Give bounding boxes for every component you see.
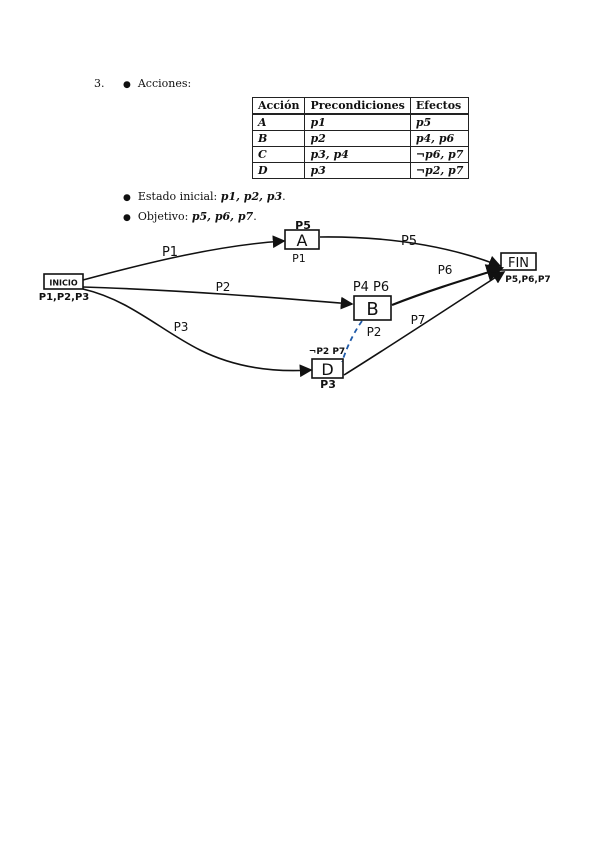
edge-label-p1: P1: [162, 245, 178, 260]
node-b-box: [353, 295, 392, 321]
cell-accion: A: [251, 113, 306, 131]
bullet-dot: ●: [123, 80, 131, 90]
node-b-top: P4 P6: [353, 280, 389, 295]
item-number: 3.: [94, 77, 105, 90]
bullet-estado-inicial: ● Estado inicial: p1, p2, p3.: [123, 190, 286, 203]
node-inicio-sub: P1,P2,P3: [39, 292, 90, 303]
estado-values: p1, p2, p3: [220, 190, 283, 203]
node-d-bottom: P3: [320, 378, 336, 391]
node-fin-box: [500, 252, 537, 271]
node-d-box: [311, 358, 344, 379]
cell-accion: B: [251, 130, 306, 147]
actions-table: Acción Precondiciones Efectos A p1 p5 B …: [251, 97, 470, 179]
edge-a-fin: [319, 236, 502, 268]
edge-label-p3: P3: [174, 320, 189, 334]
objetivo-values: p5, p6, p7: [191, 210, 254, 223]
edge-label-p5: P5: [401, 234, 417, 249]
node-inicio-label: INICIO: [49, 279, 77, 288]
threat-link-b-d: [341, 320, 363, 363]
cell-accion: C: [251, 146, 306, 163]
edge-inicio-d: [82, 288, 313, 378]
estado-label: Estado inicial:: [137, 190, 218, 203]
node-b-label: B: [366, 299, 378, 320]
threat-label-p2: P2: [367, 325, 382, 339]
node-a-box: [284, 229, 320, 250]
acciones-label: Acciones:: [137, 77, 192, 90]
objetivo-label: Objetivo:: [137, 210, 189, 223]
cell-pre: p3: [304, 162, 411, 179]
bullet-objetivo: ● Objetivo: p5, p6, p7.: [123, 210, 257, 223]
edge-inicio-b: [82, 286, 354, 310]
header-precondiciones: Precondiciones: [304, 97, 411, 115]
node-d-label: D: [321, 360, 333, 379]
edge-d-fin: [343, 271, 506, 376]
node-d-top: ¬P2 P7: [309, 347, 345, 357]
cell-accion: D: [251, 162, 306, 179]
table-row: D p3 ¬p2, p7: [251, 162, 470, 179]
edge-label-p7: P7: [411, 313, 426, 327]
edge-label-p2: P2: [216, 280, 231, 294]
node-fin-sub: P5,P6,P7: [505, 275, 550, 285]
node-inicio-box: [43, 273, 84, 290]
header-efectos: Efectos: [409, 97, 470, 115]
node-a-top: P5: [295, 219, 311, 232]
node-a-label: A: [297, 231, 308, 250]
table-row: A p1 p5: [251, 113, 470, 131]
header-accion: Acción: [251, 97, 306, 115]
objetivo-end: .: [253, 210, 257, 223]
bullet-dot: ●: [123, 213, 131, 223]
node-fin-label: FIN: [508, 256, 529, 271]
edge-inicio-a: [82, 235, 286, 281]
edge-label-p6: P6: [438, 263, 453, 277]
bullet-acciones: ● Acciones:: [123, 77, 191, 90]
estado-end: .: [282, 190, 286, 203]
cell-efectos: ¬p2, p7: [409, 162, 470, 179]
node-a-bottom: P1: [292, 252, 306, 265]
table-header-row: Acción Precondiciones Efectos: [251, 97, 470, 115]
bullet-dot: ●: [123, 193, 131, 203]
